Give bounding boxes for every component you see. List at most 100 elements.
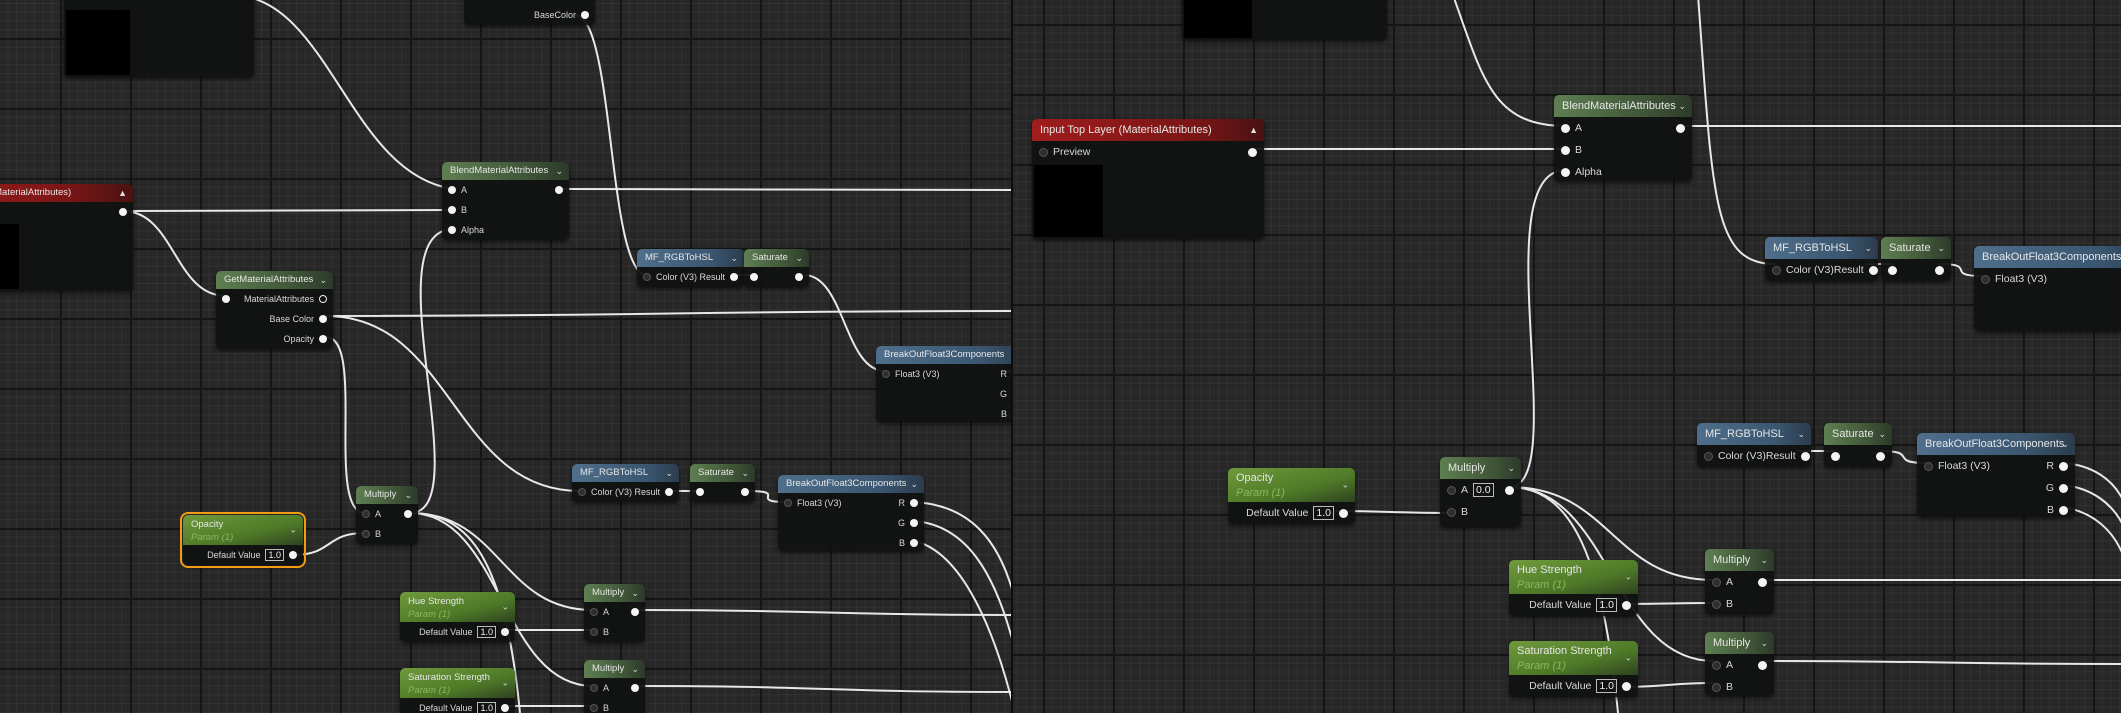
chevron-down-icon[interactable]: ⌄ xyxy=(555,166,563,176)
node-header[interactable]: MF_RGBToHSL⌄ xyxy=(637,249,744,267)
output-pin[interactable] xyxy=(1758,577,1767,587)
connection-wire[interactable] xyxy=(1453,0,1567,127)
connection-wire[interactable] xyxy=(292,532,366,556)
connection-wire[interactable] xyxy=(122,209,455,212)
input-pin[interactable] xyxy=(1772,265,1781,275)
input-pin[interactable] xyxy=(643,273,651,281)
node-header[interactable]: BreakOutFloat3Components⌄ xyxy=(1917,433,2075,455)
node-node[interactable] xyxy=(1182,0,1387,40)
input-pin[interactable] xyxy=(1712,682,1721,692)
output-pin[interactable] xyxy=(581,11,589,19)
default-value-field[interactable]: 1.0 xyxy=(265,549,284,561)
node-mf-rgbtohsl[interactable]: MF_RGBToHSL⌄Color (V3)Result xyxy=(572,464,679,502)
connection-wire[interactable] xyxy=(559,188,1011,191)
input-pin[interactable] xyxy=(590,608,598,616)
input-pin[interactable] xyxy=(222,295,230,303)
node-header[interactable]: Multiply⌄ xyxy=(584,660,645,678)
output-pin[interactable] xyxy=(910,499,918,507)
output-pin[interactable] xyxy=(1868,265,1878,275)
chevron-down-icon[interactable]: ⌄ xyxy=(730,253,738,263)
node-saturate[interactable]: Saturate⌄ xyxy=(1881,237,1951,281)
output-pin[interactable] xyxy=(1339,508,1348,518)
input-pin[interactable] xyxy=(1039,147,1048,157)
chevron-down-icon[interactable]: ⌄ xyxy=(404,490,412,500)
node-header[interactable]: MF_RGBToHSL⌄ xyxy=(1697,423,1811,445)
input-pin[interactable] xyxy=(750,273,758,281)
chevron-down-icon[interactable]: ⌄ xyxy=(1878,429,1886,439)
node-header[interactable]: MF_RGBToHSL⌄ xyxy=(1765,237,1878,259)
chevron-down-icon[interactable]: ⌄ xyxy=(1937,243,1945,253)
output-pin[interactable] xyxy=(1622,681,1631,691)
default-value-field[interactable]: 1.0 xyxy=(477,702,496,713)
output-pin[interactable] xyxy=(404,510,412,518)
node-saturate[interactable]: Saturate⌄ xyxy=(1824,423,1892,467)
output-pin[interactable] xyxy=(501,704,509,712)
output-pin[interactable] xyxy=(1248,147,1257,157)
input-pin[interactable] xyxy=(362,530,370,538)
node-header[interactable]: BlendMaterialAttributes⌄ xyxy=(1554,95,1692,117)
connection-wire[interactable] xyxy=(1508,169,1567,488)
collapse-chevron-up-icon[interactable]: ▲ xyxy=(1249,125,1258,135)
input-pin[interactable] xyxy=(1924,461,1933,471)
chevron-down-icon[interactable]: ⌄ xyxy=(910,479,918,489)
input-pin[interactable] xyxy=(1561,123,1570,133)
connection-wire[interactable] xyxy=(409,228,455,514)
input-pin[interactable] xyxy=(1447,485,1456,495)
output-pin[interactable] xyxy=(910,539,918,547)
default-value-field[interactable]: 1.0 xyxy=(1596,679,1617,693)
default-value-field[interactable]: 1.0 xyxy=(1596,598,1617,612)
input-pin[interactable] xyxy=(448,206,456,214)
chevron-down-icon[interactable]: ⌄ xyxy=(1678,101,1686,111)
connection-wire[interactable] xyxy=(803,274,886,372)
node-header[interactable]: MF_RGBToHSL⌄ xyxy=(572,464,679,482)
output-pin[interactable] xyxy=(289,551,297,559)
input-pin[interactable] xyxy=(1712,577,1721,587)
node-mf-rgbtohsl[interactable]: MF_RGBToHSL⌄Color (V3)Result xyxy=(1697,423,1811,467)
chevron-down-icon[interactable]: ⌄ xyxy=(501,601,509,612)
chevron-down-icon[interactable]: ⌄ xyxy=(1507,463,1515,473)
connection-wire[interactable] xyxy=(637,685,1011,693)
input-pin[interactable] xyxy=(882,370,890,378)
default-value-field[interactable]: 1.0 xyxy=(477,626,496,638)
node-header[interactable]: BreakOutFloat3Components⌄ xyxy=(778,475,924,493)
output-pin[interactable] xyxy=(1876,451,1885,461)
connection-wire[interactable] xyxy=(1697,0,1776,265)
chevron-down-icon[interactable]: ⌄ xyxy=(1760,638,1768,648)
output-pin[interactable] xyxy=(795,273,803,281)
node-input-top-layer-materialattributes[interactable]: Input Top Layer (MaterialAttributes)▲Pre… xyxy=(0,184,133,291)
output-pin[interactable] xyxy=(119,208,127,216)
chevron-down-icon[interactable]: ⌄ xyxy=(1760,555,1768,565)
output-pin[interactable] xyxy=(319,295,327,303)
node-breakoutfloat3components[interactable]: BreakOutFloat3Components⌄Float3 (V3)RGB xyxy=(876,346,1011,422)
connection-wire[interactable] xyxy=(913,520,1011,650)
input-pin[interactable] xyxy=(590,684,598,692)
input-pin[interactable] xyxy=(1888,265,1897,275)
input-pin[interactable] xyxy=(784,499,792,507)
node-mf-rgbtohsl[interactable]: MF_RGBToHSL⌄Color (V3)Result xyxy=(637,249,744,287)
output-pin[interactable] xyxy=(910,519,918,527)
input-pin[interactable] xyxy=(696,488,704,496)
connection-wire[interactable] xyxy=(913,540,1011,713)
connection-wire[interactable] xyxy=(913,501,1011,600)
node-input-top-layer-materialattributes[interactable]: Input Top Layer (MaterialAttributes)▲Pre… xyxy=(1032,119,1264,239)
input-pin[interactable] xyxy=(590,704,598,712)
output-pin[interactable] xyxy=(1676,123,1685,133)
output-pin[interactable] xyxy=(319,315,327,323)
node-breakoutfloat3components[interactable]: BreakOutFloat3Components⌄Float3 (V3)RGB xyxy=(1974,246,2121,331)
input-pin[interactable] xyxy=(1561,145,1570,155)
node-header[interactable]: Saturate⌄ xyxy=(1824,423,1892,445)
